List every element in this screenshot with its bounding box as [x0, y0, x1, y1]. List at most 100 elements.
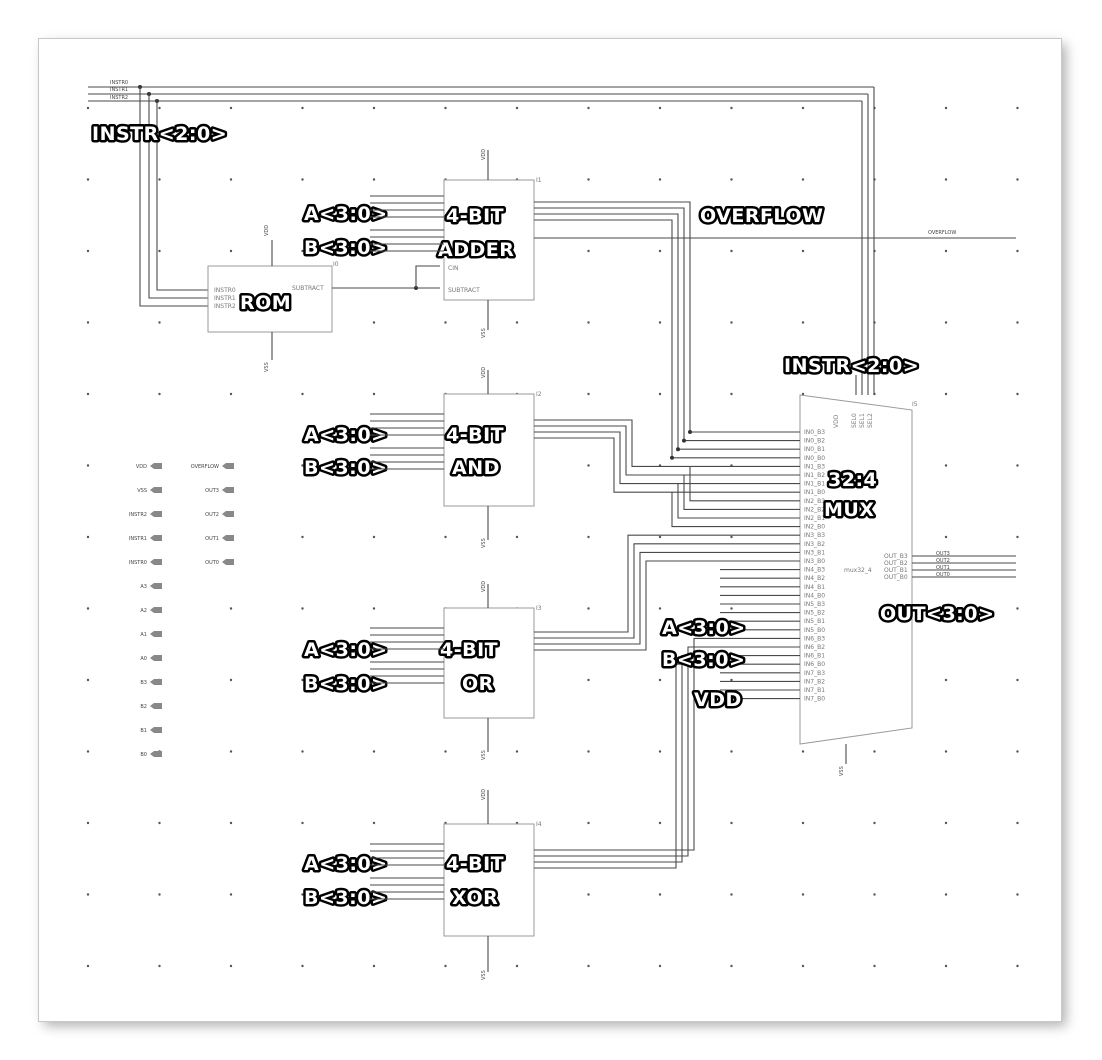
block-input-stubs — [370, 413, 444, 470]
mux-sel1: SEL1 — [859, 413, 866, 428]
instr1-net-label: INSTR1 — [110, 87, 128, 93]
pin-list-label: B0 — [140, 752, 147, 758]
or-b-label: B<3:0> — [304, 673, 387, 695]
adder-b-label: B<3:0> — [304, 237, 387, 259]
mux-input-pin: IN1_B2 — [804, 472, 825, 479]
annotations: INSTR<2:0> OVERFLOW ROM INSTR<2:0> 32:4 … — [90, 121, 997, 912]
grid-dot — [229, 964, 233, 968]
grid-dot — [372, 106, 376, 110]
overflow-label: OVERFLOW — [700, 205, 823, 227]
grid-dot — [515, 106, 519, 110]
grid-dot — [730, 321, 733, 324]
grid-dot — [158, 321, 161, 324]
grid-dot — [372, 464, 376, 467]
pin-list-label: VDD — [136, 464, 147, 470]
route-wire — [534, 213, 800, 450]
grid-dot — [944, 964, 948, 968]
pin-list-marker — [150, 535, 162, 541]
grid-dot — [658, 607, 662, 610]
grid-dot — [730, 607, 733, 610]
junction-dot — [688, 430, 692, 434]
mux-label-line2: MUX — [824, 499, 874, 521]
grid-dot — [229, 607, 233, 610]
pin-list-marker — [222, 463, 234, 469]
or-vdd: VDD — [481, 581, 487, 592]
rom-pin-subtract: SUBTRACT — [292, 285, 324, 292]
adder-a-label: A<3:0> — [304, 203, 388, 225]
mux-output-pin: OUT_B2 — [884, 560, 908, 567]
rom-pin-instr0: INSTR0 — [214, 287, 236, 294]
grid-dot — [730, 106, 733, 110]
grid-dot — [444, 535, 447, 539]
pin-list-label: A3 — [140, 584, 147, 590]
xor-title-line2: XOR — [452, 887, 498, 909]
grid-dot — [301, 249, 304, 253]
pin-list-marker — [150, 487, 162, 493]
grid-dot — [372, 821, 376, 825]
pin-list-label: INSTR1 — [129, 536, 147, 542]
grid-dot — [801, 178, 805, 181]
pin-list-marker — [150, 703, 162, 709]
pin-list-label: B1 — [140, 728, 147, 734]
pin-list-marker — [222, 559, 234, 565]
grid-dot — [372, 321, 376, 324]
mux-input-pin: IN6_B3 — [804, 635, 825, 642]
grid-dot — [86, 893, 90, 896]
mux-input-pin: IN3_B0 — [804, 558, 825, 565]
grid-dot — [229, 106, 233, 110]
grid-dot — [301, 106, 304, 110]
or-instance: I3 — [536, 605, 542, 612]
pin-list-label: OUT0 — [205, 560, 219, 566]
junction-dot — [670, 455, 674, 460]
and-b-label: B<3:0> — [304, 457, 387, 479]
grid-dot — [658, 964, 662, 968]
grid-dot — [301, 750, 304, 753]
grid-dot — [587, 893, 590, 896]
pin-list-marker — [150, 631, 162, 637]
pin-list: VDDVSSINSTR2INSTR1INSTR0A3A2A1A0B3B2B1B0… — [129, 463, 234, 758]
mux-input-pin: IN5_B0 — [804, 627, 825, 634]
pin-list-marker — [222, 535, 234, 541]
pin-list-label: B3 — [140, 680, 147, 686]
grid-dot — [86, 321, 90, 324]
grid-dot — [515, 535, 519, 539]
mux-input-pin: IN0_B0 — [804, 455, 825, 462]
mux-vdd-label: VDD — [694, 689, 742, 711]
mux-output-pin: OUT_B3 — [884, 553, 908, 560]
grid-dot — [86, 106, 90, 110]
grid-dot — [658, 106, 662, 110]
grid-dot — [229, 750, 233, 753]
mux-input-pin: IN3_B1 — [804, 549, 825, 556]
grid-dot — [944, 321, 948, 324]
grid-dot — [372, 893, 376, 896]
block-input-stubs — [370, 843, 444, 900]
grid-dot — [801, 321, 805, 324]
pin-list-label: OUT2 — [205, 512, 219, 518]
mux-input-pin: IN5_B3 — [804, 601, 825, 608]
route-wire — [677, 483, 800, 519]
xor-b-label: B<3:0> — [304, 887, 387, 909]
grid-dot — [944, 535, 948, 539]
grid-dot — [873, 821, 876, 825]
mux-input-pin: IN3_B2 — [804, 541, 825, 548]
instr-bus: INSTR0 INSTR1 INSTR2 — [88, 80, 875, 395]
adder-vdd: VDD — [481, 149, 487, 160]
grid-dot — [444, 750, 447, 753]
grid-dot — [158, 106, 161, 110]
grid-dot — [587, 535, 590, 539]
mux-input-pin: IN4_B2 — [804, 575, 825, 582]
grid-dot — [587, 249, 590, 253]
route-wire — [534, 543, 800, 639]
pin-list-marker — [150, 655, 162, 661]
grid-dot — [1016, 678, 1019, 682]
mux-input-pin: IN7_B0 — [804, 696, 825, 703]
mux-input-pin: IN7_B1 — [804, 687, 825, 694]
mux-vss: VSS — [839, 766, 845, 776]
pin-list-marker — [150, 511, 162, 517]
grid-dot — [944, 607, 948, 610]
pin-list-marker — [150, 463, 162, 469]
grid-dot — [587, 178, 590, 181]
pin-list-label: VSS — [137, 488, 147, 494]
grid-dot — [801, 893, 805, 896]
mux-cell-name: mux32_4 — [844, 567, 872, 574]
